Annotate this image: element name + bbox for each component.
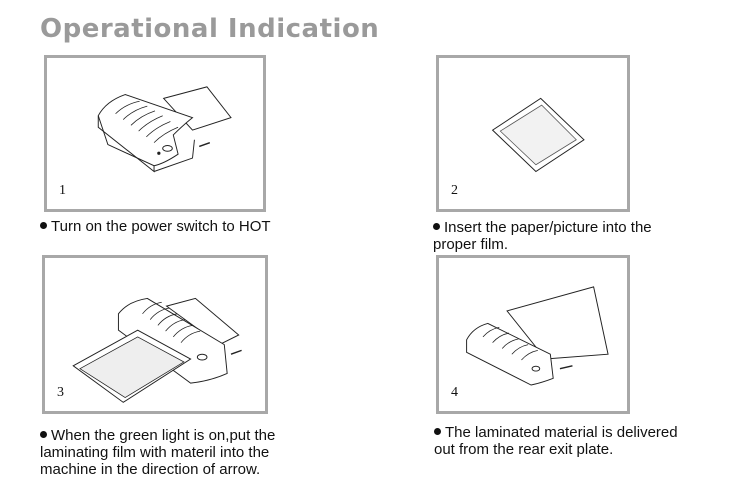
- laminator-feeding-icon: [72, 297, 242, 403]
- step-3-illustration: 3: [42, 255, 268, 414]
- bullet-icon: [40, 431, 47, 438]
- step-3-caption: When the green light is on,put the lamin…: [40, 427, 276, 478]
- step-1-caption: Turn on the power switch to HOT: [40, 218, 271, 235]
- step-2-caption: Insert the paper/picture into the proper…: [433, 219, 652, 253]
- laminating-pouch-icon: [491, 97, 585, 173]
- step-number: 3: [57, 385, 64, 400]
- bullet-icon: [433, 223, 440, 230]
- step-4-caption: The laminated material is delivered out …: [434, 424, 678, 458]
- step-number: 1: [59, 183, 66, 198]
- bullet-icon: [40, 222, 47, 229]
- laminator-output-icon: [466, 286, 609, 386]
- step-number: 2: [451, 183, 458, 198]
- step-1-illustration: 1: [44, 55, 266, 212]
- step-4-illustration: 4: [436, 255, 630, 414]
- step-number: 4: [451, 385, 458, 400]
- step-2-illustration: 2: [436, 55, 630, 212]
- page-title: Operational Indication: [40, 14, 380, 44]
- laminator-icon: [97, 86, 232, 173]
- bullet-icon: [434, 428, 441, 435]
